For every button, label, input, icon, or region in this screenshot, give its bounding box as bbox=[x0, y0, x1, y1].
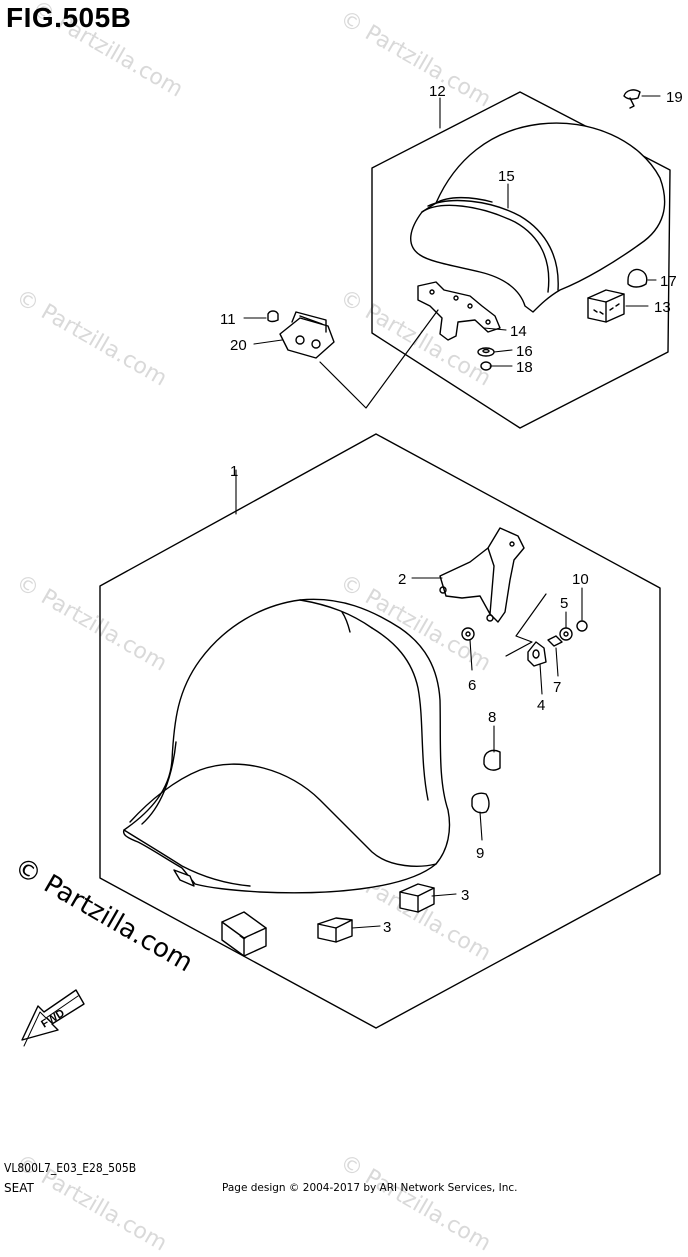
bracket-part-4 bbox=[527, 641, 547, 667]
clip-part-13 bbox=[587, 289, 625, 323]
main-seat-group-frame bbox=[99, 433, 661, 1029]
callout-11: 11 bbox=[220, 311, 236, 328]
pillion-seat-illustration bbox=[410, 122, 666, 313]
clip-part-3 bbox=[399, 883, 435, 913]
diagram-code: VL800L7_E03_E28_505B bbox=[4, 1161, 137, 1175]
washer-part-16 bbox=[477, 347, 495, 357]
assembly-leader bbox=[319, 309, 439, 409]
callout-6: 6 bbox=[468, 677, 476, 694]
callout-2: 2 bbox=[398, 571, 406, 588]
callout-9: 9 bbox=[476, 845, 484, 862]
main-seat-illustration bbox=[122, 598, 451, 894]
callout-8: 8 bbox=[488, 709, 496, 726]
callout-19: 19 bbox=[666, 89, 683, 106]
callout-15: 15 bbox=[498, 168, 515, 185]
bracket-part-20 bbox=[279, 311, 335, 359]
callout-5: 5 bbox=[560, 595, 568, 612]
copyright-notice: Page design © 2004-2017 by ARI Network S… bbox=[222, 1182, 518, 1194]
collar-part-7 bbox=[547, 635, 563, 647]
seat-bracket-part-14 bbox=[417, 281, 501, 341]
washer-part-6 bbox=[461, 627, 475, 641]
tool-bag-illustration bbox=[221, 911, 267, 957]
callout-18: 18 bbox=[516, 359, 533, 376]
exploded-view: 12 15 19 17 13 14 16 18 11 20 1 2 10 5 6… bbox=[21, 83, 683, 1047]
callout-17: 17 bbox=[660, 273, 677, 290]
callout-20: 20 bbox=[230, 337, 247, 354]
washer-part-5 bbox=[559, 627, 573, 641]
callout-16: 16 bbox=[516, 343, 533, 360]
callout-4: 4 bbox=[537, 697, 545, 714]
callout-10: 10 bbox=[572, 571, 589, 588]
callout-leaders bbox=[235, 95, 661, 929]
cushion-part-8 bbox=[483, 749, 501, 771]
callout-13: 13 bbox=[654, 299, 671, 316]
callout-3: 3 bbox=[383, 919, 391, 936]
assembly-leader bbox=[505, 593, 547, 657]
bolt-part-11 bbox=[267, 310, 279, 323]
cushion-part-9 bbox=[471, 792, 490, 814]
callout-12: 12 bbox=[429, 83, 446, 100]
clip-part-3 bbox=[317, 917, 353, 943]
seat-bracket-part-2 bbox=[439, 527, 525, 623]
callout-1: 1 bbox=[230, 463, 238, 480]
callout-3: 3 bbox=[461, 887, 469, 904]
callout-7: 7 bbox=[553, 679, 561, 696]
nut-part-10 bbox=[576, 620, 588, 632]
cushion-part-17 bbox=[627, 268, 648, 288]
parts-diagram: © Partzilla.com © Partzilla.com © Partzi… bbox=[4, 0, 683, 1257]
pillion-group-frame bbox=[371, 91, 671, 429]
figure-title: FIG.505B bbox=[6, 2, 132, 33]
section-name: SEAT bbox=[4, 1181, 34, 1195]
callout-14: 14 bbox=[510, 323, 527, 340]
forward-direction-arrow bbox=[21, 989, 85, 1047]
screw-part-19 bbox=[623, 89, 641, 109]
callout-numbers: 12 15 19 17 13 14 16 18 11 20 1 2 10 5 6… bbox=[220, 83, 683, 936]
